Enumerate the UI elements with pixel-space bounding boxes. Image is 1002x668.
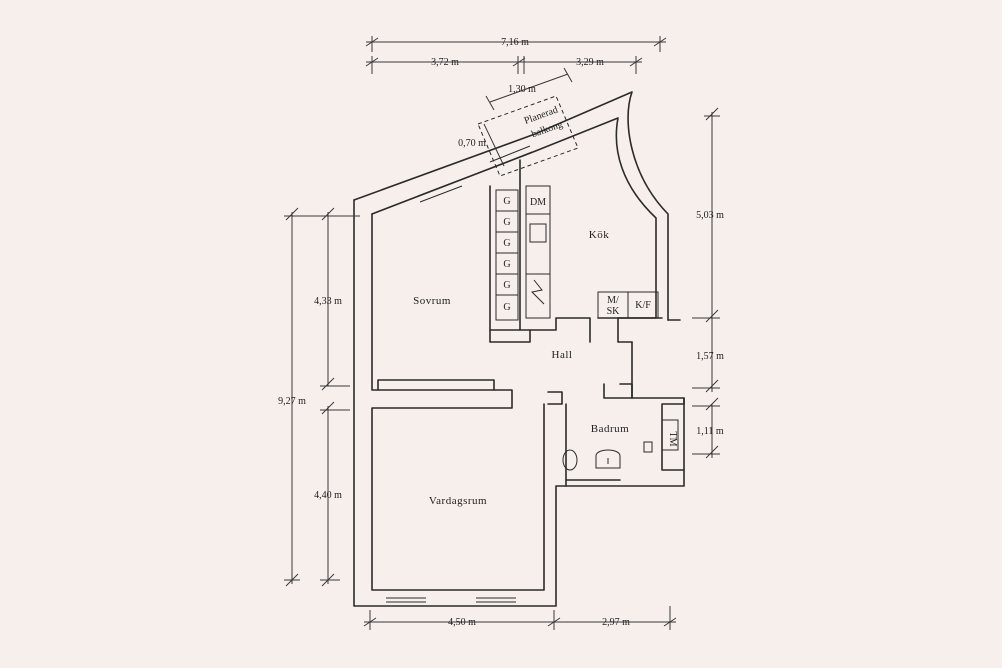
dim-bottom-left: 4,50 m (448, 617, 476, 628)
sink-icon (595, 449, 621, 469)
bathroom-fixtures: TM (562, 419, 679, 471)
dim-left-width: 3,72 m (431, 57, 459, 68)
cabinet-g-5: G (503, 280, 510, 291)
washing-machine-label: TM (667, 432, 678, 447)
dim-sovrum-height: 4,33 m (314, 296, 342, 307)
fridge-freezer-label: K/F (635, 300, 651, 311)
planned-balcony: 1,30 m 0,70 m Planerad balkong (458, 67, 579, 177)
dim-total-height: 9,27 m (278, 396, 306, 407)
dimension-right: 5,03 m 1,57 m 1,11 m (692, 107, 724, 459)
kitchen-cabinets: G G G G G G (495, 189, 519, 321)
dim-kok-height: 5,03 m (696, 210, 724, 221)
room-badrum: Badrum (591, 423, 629, 435)
room-sovrum: Sovrum (413, 295, 451, 307)
room-hall: Hall (552, 349, 573, 361)
dim-vardagsrum-height: 4,40 m (314, 490, 342, 501)
microwave-oven-label-bottom: SK (607, 306, 621, 317)
dim-badrum-height: 1,11 m (696, 426, 724, 437)
room-kok: Kök (589, 229, 609, 241)
cabinet-g-6: G (503, 302, 510, 313)
room-vardagsrum: Vardagsrum (429, 495, 487, 507)
dim-balcony-depth: 0,70 m (458, 138, 486, 149)
stove-icon (530, 279, 545, 305)
room-labels: Sovrum Kök Hall Badrum Vardagsrum (413, 229, 629, 507)
cabinet-g-2: G (503, 217, 510, 228)
dishwasher-label: DM (530, 197, 546, 208)
cabinet-g-4: G (503, 259, 510, 270)
dimension-top: 7,16 m 3,72 m 3,29 m (365, 36, 667, 74)
dim-total-width: 7,16 m (501, 37, 529, 48)
dimension-left: 9,27 m 4,33 m 4,40 m (278, 207, 360, 587)
toilet-icon (562, 449, 578, 471)
dim-hall-height: 1,57 m (696, 351, 724, 362)
walls (353, 91, 685, 607)
cabinet-g-3: G (503, 238, 510, 249)
kitchen-appliances: M/ SK K/F (597, 291, 659, 319)
dim-right-width: 3,29 m (576, 57, 604, 68)
dimension-bottom: 4,50 m 2,97 m (363, 606, 677, 630)
kitchen-counter: DM (525, 185, 551, 319)
microwave-oven-label-top: M/ (607, 295, 619, 306)
cabinet-g-1: G (503, 196, 510, 207)
dim-bottom-right: 2,97 m (602, 617, 630, 628)
dim-balcony-width: 1,30 m (508, 84, 536, 95)
